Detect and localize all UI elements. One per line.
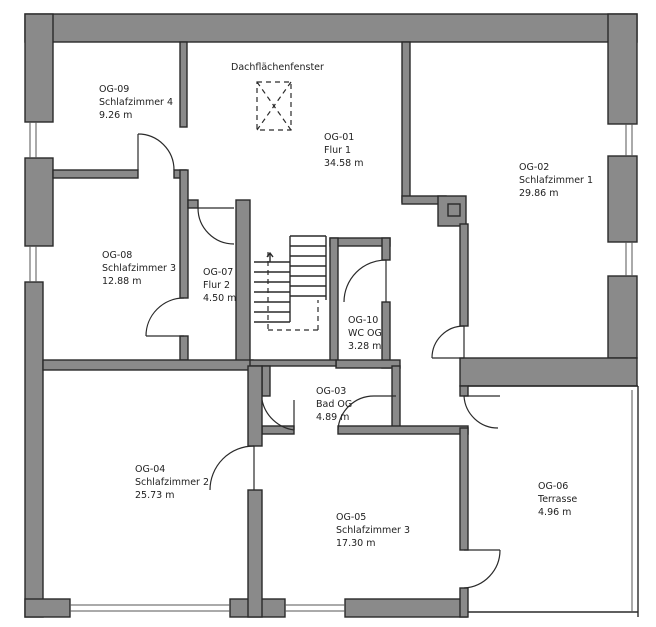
room-area: 17.30 m [336,538,375,549]
room-id: OG-01 [324,132,354,143]
room-label-og-07: OG-07 Flur 2 4.50 m [203,267,236,304]
room-area: 9.26 m [99,110,132,121]
room-id: OG-02 [519,162,549,173]
room-label-og-06: OG-06 Terrasse 4.96 m [537,481,577,518]
skylight: Dachflächenfenster [231,62,324,131]
room-name: Terrasse [537,494,577,505]
room-name: Schlafzimmer 1 [519,175,593,186]
room-name: Flur 1 [324,145,351,156]
room-label-og-04: OG-04 Schlafzimmer 2 25.73 m [135,464,209,501]
room-id: OG-08 [102,250,132,261]
doors [137,133,501,589]
room-name: Schlafzimmer 3 [336,525,410,536]
room-area: 25.73 m [135,490,174,501]
staircase [254,235,327,331]
room-area: 3.28 m [348,341,381,352]
skylight-label: Dachflächenfenster [231,62,324,73]
room-label-og-02: OG-02 Schlafzimmer 1 29.86 m [519,162,593,199]
room-name: WC OG [348,328,382,339]
room-area: 29.86 m [519,188,558,199]
room-label-og-08: OG-08 Schlafzimmer 3 12.88 m [102,250,176,287]
room-label-og-03: OG-03 Bad OG 4.89 m [316,386,352,423]
terrace-outline [468,385,639,617]
room-name: Flur 2 [203,280,230,291]
windows [29,122,633,612]
room-id: OG-04 [135,464,165,475]
outer-walls [24,13,638,618]
room-name: Schlafzimmer 2 [135,477,209,488]
room-label-og-05: OG-05 Schlafzimmer 3 17.30 m [336,512,410,549]
room-id: OG-03 [316,386,346,397]
room-id: OG-07 [203,267,233,278]
room-id: OG-09 [99,84,129,95]
room-area: 4.50 m [203,293,236,304]
room-label-og-01: OG-01 Flur 1 34.58 m [324,132,363,169]
room-label-og-09: OG-09 Schlafzimmer 4 9.26 m [99,84,173,121]
shaft-square [447,203,461,217]
room-area: 4.89 m [316,412,349,423]
room-name: Schlafzimmer 3 [102,263,176,274]
room-name: Schlafzimmer 4 [99,97,173,108]
room-id: OG-05 [336,512,366,523]
room-name: Bad OG [316,399,352,410]
room-label-og-10: OG-10 WC OG 3.28 m [348,315,382,352]
room-area: 4.96 m [538,507,571,518]
room-id: OG-06 [538,481,568,492]
room-id: OG-10 [348,315,378,326]
interior-walls [42,41,638,618]
room-area: 12.88 m [102,276,141,287]
room-area: 34.58 m [324,158,363,169]
